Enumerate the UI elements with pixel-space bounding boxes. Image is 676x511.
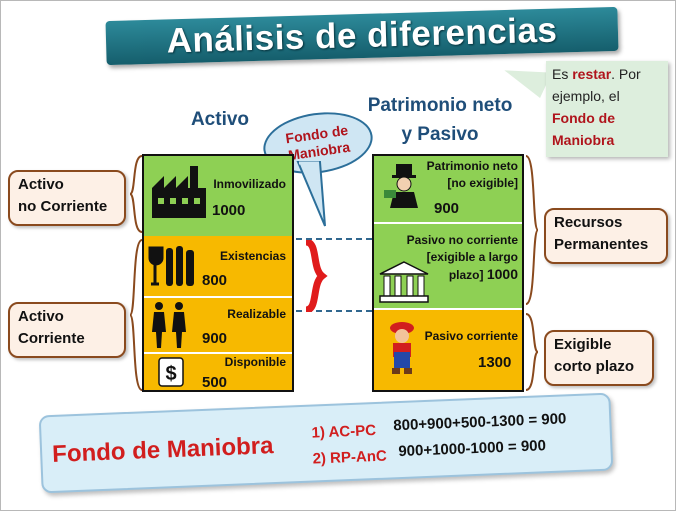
value-realizable: 900	[202, 330, 228, 347]
cell-corriente: Pasivo corriente 1300	[374, 308, 522, 390]
note-text-1: Es	[552, 66, 573, 82]
heading-pasivo: Patrimonio neto y Pasivo	[352, 91, 528, 149]
activo-column: Inmovilizado 1000 Existencias 800 Realiz…	[142, 154, 294, 392]
side-box-recursos-permanentes: Recursos Permanentes	[544, 208, 668, 264]
label-no-corriente-2: [exigible a largo	[426, 250, 518, 264]
cell-realizable: Realizable 900	[144, 296, 292, 352]
brace-recursos-permanentes	[525, 155, 539, 305]
note-box: Es restar. Por ejemplo, el Fondo de Mani…	[546, 61, 668, 157]
bubble-tail	[296, 161, 326, 227]
brace-activo-no-corriente	[129, 155, 143, 233]
mario-icon	[390, 322, 414, 374]
label-disponible: Disponible	[224, 355, 286, 369]
label-existencias: Existencias	[219, 249, 286, 263]
value-patrimonio: 900	[434, 200, 460, 217]
side-box-activo-no-corriente: Activo no Corriente	[8, 170, 126, 226]
side-anc-2: no Corriente	[18, 198, 108, 215]
factory-icon	[152, 166, 206, 218]
label-inmovilizado: Inmovilizado	[213, 177, 286, 191]
cell-patrimonio: Patrimonio neto [no exigible] 900	[374, 156, 522, 222]
monopoly-man-icon	[384, 164, 418, 208]
people-icon	[152, 302, 186, 348]
formula-title: Fondo de Maniobra	[51, 432, 274, 468]
side-rp-2: Permanentes	[554, 236, 649, 253]
value-existencias: 800	[202, 272, 228, 289]
label-realizable: Realizable	[227, 307, 286, 321]
formula-label-2: 2) RP-AnC	[312, 447, 388, 468]
side-ac-2: Corriente	[18, 330, 85, 347]
cell-no-corriente: Pasivo no corriente [exigible a largo pl…	[374, 222, 522, 308]
red-brace-icon	[305, 240, 328, 312]
note-restar: restar	[572, 66, 612, 82]
brace-activo-corriente	[129, 239, 143, 391]
heading-pasivo-line1: Patrimonio neto	[367, 95, 513, 116]
side-box-exigible-corto-plazo: Exigible corto plazo	[544, 330, 654, 386]
side-ac-1: Activo	[18, 308, 64, 325]
dollar-icon: $	[158, 357, 184, 387]
title: Análisis de diferencias	[166, 10, 558, 61]
label-no-corriente-1: Pasivo no corriente	[406, 233, 518, 247]
pasivo-column: Patrimonio neto [no exigible] 900 Pasivo…	[372, 154, 524, 392]
label-no-corriente: Pasivo no corriente [exigible a largo pl…	[378, 232, 518, 284]
label-patrimonio: Patrimonio neto [no exigible]	[414, 158, 518, 192]
value-no-corriente: 1000	[486, 266, 518, 282]
formula-eq-1: 800+900+500-1300 = 900	[393, 410, 567, 435]
brace-exigible-corto-plazo	[525, 313, 539, 391]
value-inmovilizado: 1000	[212, 202, 246, 219]
side-box-activo-corriente: Activo Corriente	[8, 302, 126, 358]
dashed-line-top	[296, 238, 372, 240]
label-corriente: Pasivo corriente	[424, 329, 518, 343]
heading-pasivo-line2: y Pasivo	[401, 124, 479, 145]
bottles-icon	[148, 246, 194, 286]
side-ecp-2: corto plazo	[554, 358, 635, 375]
bank-icon	[379, 261, 429, 303]
cell-disponible: $ Disponible 500	[144, 352, 292, 391]
formula-label-1: 1) AC-PC	[311, 421, 377, 442]
formula-eq-2: 900+1000-1000 = 900	[398, 437, 547, 461]
note-text-3: . Por ejemplo, el	[552, 66, 641, 104]
value-corriente: 1300	[478, 354, 512, 371]
dashed-line-bottom	[296, 310, 372, 312]
label-patrimonio-2: [no exigible]	[447, 176, 518, 190]
side-anc-1: Activo	[18, 176, 64, 193]
cell-existencias: Existencias 800	[144, 236, 292, 296]
value-disponible: 500	[202, 374, 228, 391]
side-ecp-1: Exigible	[554, 336, 612, 353]
heading-activo: Activo	[190, 109, 250, 130]
side-rp-1: Recursos	[554, 214, 623, 231]
cell-inmovilizado: Inmovilizado 1000	[144, 156, 292, 236]
label-patrimonio-1: Patrimonio neto	[426, 159, 518, 173]
svg-text:$: $	[165, 363, 176, 385]
note-fondo: Fondo de Maniobra	[552, 110, 615, 148]
label-no-corriente-3: plazo]	[448, 268, 484, 282]
